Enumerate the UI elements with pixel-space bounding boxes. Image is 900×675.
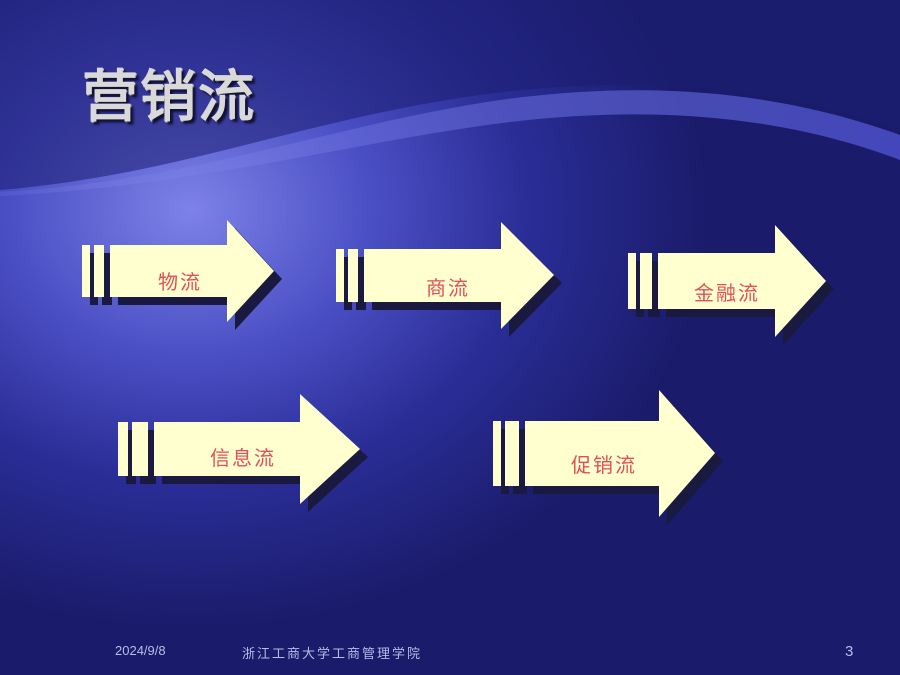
arrow-shape bbox=[336, 222, 562, 337]
arrow-shape bbox=[82, 220, 282, 330]
footer-organization: 浙江工商大学工商管理学院 bbox=[242, 646, 423, 661]
arrow-label: 商流 bbox=[426, 276, 470, 300]
arrow-shape bbox=[118, 394, 368, 512]
arrow-label: 信息流 bbox=[210, 446, 276, 470]
arrow-label: 物流 bbox=[158, 270, 202, 294]
arrow-label: 金融流 bbox=[694, 281, 760, 305]
arrow-finance: 金融流 bbox=[628, 225, 838, 345]
page-number: 3 bbox=[845, 643, 854, 660]
arrow-logistics: 物流 bbox=[82, 218, 282, 330]
arrow-label: 促销流 bbox=[571, 453, 637, 477]
arrow-shape bbox=[628, 225, 834, 345]
arrow-information: 信息流 bbox=[118, 394, 373, 512]
arrow-shape bbox=[493, 390, 723, 525]
slide-title: 营销流 bbox=[82, 64, 256, 130]
footer-date: 2024/9/8 bbox=[115, 643, 166, 658]
arrow-promotion: 促销流 bbox=[493, 390, 728, 525]
arrow-commerce: 商流 bbox=[336, 222, 566, 337]
